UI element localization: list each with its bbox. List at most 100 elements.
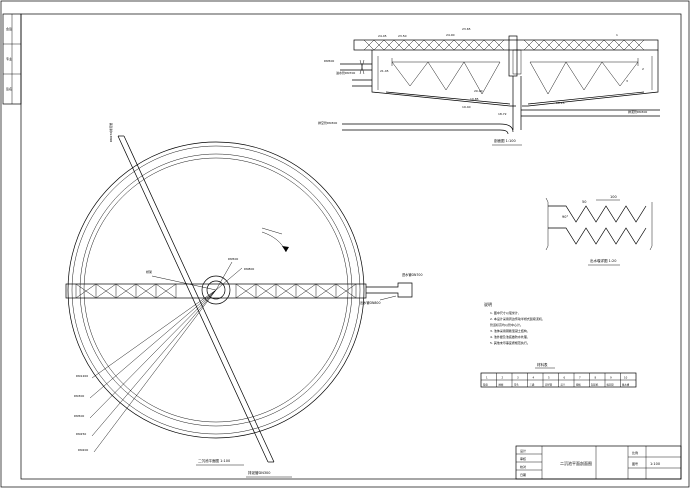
weir-detail: 90° 50 100 出水堰详图 1:20 [545, 195, 653, 266]
left-pipe-label: 进水管DN700 [336, 70, 355, 75]
table-header-cell: 5 [548, 376, 550, 380]
section-view: 24.45 23.50 24.00 23.65 21.45 20.00 19.8… [318, 27, 660, 146]
note-line: 2. 本设计采用周边传动半桥式刮吸泥机， [490, 316, 545, 321]
table-cell: 异径管 [545, 383, 553, 387]
note-line: 3. 池体采用钢筋混凝土结构， [490, 328, 530, 333]
inlet-label: 进水管DN700 [402, 272, 423, 277]
center-label: DN500 [228, 257, 238, 261]
elevation-label: 24.00 [446, 33, 455, 37]
outlet-label: 出水管DN800 [360, 300, 381, 305]
table-cell: 弯头 [514, 383, 519, 387]
table-cell: 吸泥管 [607, 383, 615, 387]
table-header-cell: 7 [579, 376, 581, 380]
side-strip-label: 会签 [6, 26, 12, 31]
title-block-label: 设计 [520, 448, 526, 453]
note-line: 4. 池外壁及池底做防水处理， [490, 334, 530, 339]
weir-dim-small: 50 [582, 200, 586, 204]
table-header-cell: 9 [610, 376, 612, 380]
material-table: 材料表 1 2 3 4 5 6 7 8 9 10 管道 闸阀 弯头 三通 异径管… [480, 362, 637, 388]
radial-label: DN500 [74, 414, 84, 418]
table-header-cell: 3 [517, 376, 519, 380]
table-header-cell: 6 [564, 376, 566, 380]
elevation-label: 23.65 [462, 27, 471, 31]
table-cell: 三通 [530, 383, 535, 387]
table-header-cell: 1 [486, 376, 488, 380]
radial-label: DN200 [78, 448, 88, 452]
inlet-pipe [340, 63, 372, 71]
center-well-inner [206, 280, 226, 300]
weir-detail-title: 出水堰详图 1:20 [590, 258, 616, 263]
title-block: 设计 审核 校对 日期 二沉池平面剖面图 比例 图号 1:100 [515, 445, 682, 480]
table-title: 材料表 [537, 362, 548, 367]
elevation-label: 18.15 [556, 101, 565, 105]
section-view-title: 剖面图 1:100 [494, 138, 516, 143]
table-cell: 法兰 [561, 383, 566, 387]
section-tank-outline [371, 50, 659, 107]
bottom-pipe-label: 排空管DN300 [318, 120, 337, 125]
sludge-bottom [385, 91, 645, 105]
top-pipe-label: DN250排泥管 [108, 123, 113, 142]
title-block-label: 审核 [520, 456, 526, 461]
table-header-cell: 8 [595, 376, 597, 380]
elevation-label: 18.72 [498, 112, 507, 116]
side-strip-label: 签名 [6, 86, 12, 91]
drawing-key: 图号 [632, 461, 638, 466]
weir-channel-outer [79, 153, 353, 427]
bottom-pipe-label: 排泥管DN300 [248, 470, 271, 475]
outlet-pipe [366, 282, 413, 298]
table-header-cell: 10 [624, 376, 628, 380]
callout-number: 2 [642, 67, 644, 71]
notes: 说明 1. 图中尺寸以毫米计， 2. 本设计采用周边传动半桥式刮吸泥机， 管道标… [484, 301, 545, 345]
weir-angle: 90° [562, 215, 568, 219]
elevation-label: 23.50 [398, 34, 407, 38]
title-block-label: 日期 [520, 472, 526, 477]
title-block-label: 校对 [520, 464, 526, 469]
elevation-label: 21.45 [380, 69, 389, 73]
drain-pipe [342, 123, 514, 135]
center-well-outer [201, 275, 231, 305]
plan-view-title: 二沉池平面图 1:100 [198, 458, 230, 463]
weir-teeth [548, 205, 647, 223]
plan-view: 进水管DN700 出水管DN800 DN250排泥管 DN1200 DN300 … [65, 123, 423, 478]
center-pipe [512, 76, 522, 130]
elevation-label: 19.85 [470, 97, 479, 101]
notes-title: 说明 [484, 301, 492, 307]
drawing-title: 二沉池平面剖面图 [560, 460, 592, 466]
weir-channel-inner [83, 157, 349, 423]
table-cell: 管道 [483, 383, 488, 387]
right-pipe-label: 排泥管DN300 [628, 109, 647, 114]
radial-label: DN300 [74, 394, 84, 398]
table-cell: 刮泥机 [591, 383, 599, 387]
weir-dim-large: 100 [610, 195, 617, 199]
section-bridge [353, 39, 659, 51]
elevation-label: 20.00 [474, 89, 483, 93]
drawing-frame [20, 13, 682, 480]
note-line: 1. 图中尺寸以毫米计， [490, 310, 521, 315]
section-inlet-label: DN500 [324, 59, 334, 63]
note-line: 5. 其他未尽事宜按规范执行。 [490, 340, 530, 345]
elevation-label: 24.45 [378, 34, 387, 38]
sludge-pipe [521, 109, 660, 117]
callout-number: 1 [616, 33, 618, 37]
table-header-cell: 2 [502, 376, 504, 380]
table-cell: 集水槽 [622, 383, 630, 387]
bridge-truss [65, 283, 367, 299]
scraper-arm [117, 135, 275, 463]
side-strip-label: 专业 [6, 56, 12, 61]
rotation-arrow [261, 231, 287, 253]
table-cell: 堰板 [576, 383, 581, 387]
callout-number: 3 [626, 79, 628, 83]
scale-key: 比例 [632, 450, 638, 455]
radial-leaders [89, 261, 243, 453]
radial-label: DN1200 [76, 374, 88, 378]
weir-label: DN800 [244, 267, 254, 271]
tank-inner-wall [71, 145, 361, 435]
table-header-cell: 4 [533, 376, 535, 380]
elevation-label: 19.40 [462, 105, 471, 109]
bridge-label: 桥架 [146, 269, 152, 274]
tank-outer-wall [67, 141, 365, 439]
radial-label: DN250 [76, 432, 86, 436]
note-line: 管道标高均以管中心计。 [490, 322, 523, 327]
table-cell: 闸阀 [499, 383, 504, 387]
